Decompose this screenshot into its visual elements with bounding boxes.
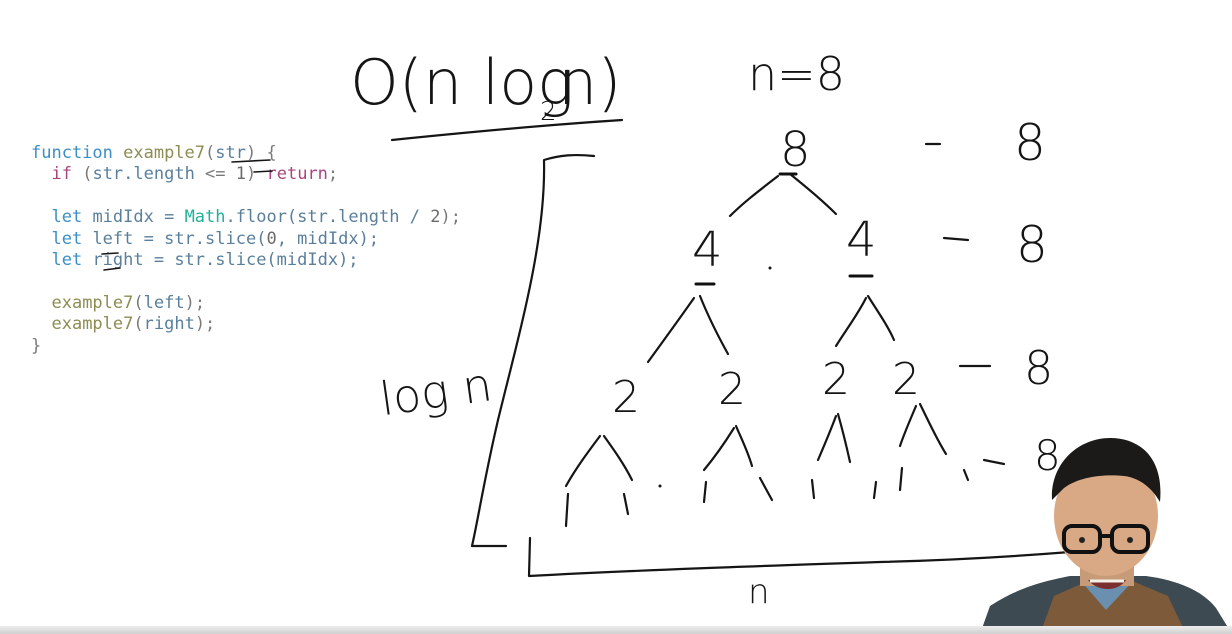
player-bottom-bar bbox=[0, 626, 1232, 634]
code-token: ; bbox=[327, 164, 339, 185]
tree-nodes: 8 4 4 2 2 2 2 bbox=[612, 122, 920, 423]
tree-node-level1-right: 4 bbox=[846, 212, 877, 268]
code-line: if (str.length <= 1) return; bbox=[31, 164, 461, 185]
code-token: right = str.slice(midIdx); bbox=[82, 249, 359, 270]
presenter-webcam bbox=[980, 438, 1232, 634]
tree-node-root: 8 bbox=[780, 122, 811, 178]
code-line: let left = str.slice(0, midIdx); bbox=[31, 229, 461, 250]
level-total-3: 8 bbox=[1034, 431, 1061, 480]
tree-edges bbox=[564, 172, 948, 488]
tree-leaves bbox=[564, 266, 970, 528]
code-token: midIdx = bbox=[82, 207, 185, 228]
code-token: ) { bbox=[245, 143, 277, 163]
code-token: left bbox=[143, 292, 185, 313]
code-line: example7(right); bbox=[31, 314, 461, 335]
level-totals: 8 8 8 8 bbox=[924, 114, 1061, 480]
level-total-1: 8 bbox=[1016, 216, 1048, 274]
code-line: example7(left); bbox=[31, 293, 461, 314]
code-token: example7 bbox=[51, 314, 134, 335]
code-token: Math bbox=[184, 207, 226, 228]
code-line: } bbox=[31, 336, 461, 357]
svg-text:2: 2 bbox=[540, 97, 557, 127]
code-token: ); bbox=[440, 207, 461, 228]
code-token: <= bbox=[194, 164, 236, 185]
code-token: left = str.slice( bbox=[82, 228, 267, 249]
level-total-2: 8 bbox=[1024, 341, 1053, 395]
code-token: 2 bbox=[430, 207, 441, 228]
width-axis bbox=[527, 536, 1072, 578]
code-token: let bbox=[51, 228, 83, 249]
code-token: ); bbox=[194, 314, 216, 335]
code-token: } bbox=[31, 335, 42, 356]
code-line: let right = str.slice(midIdx); bbox=[31, 250, 461, 271]
tree-node-level2-a: 2 bbox=[612, 372, 640, 423]
code-token: function bbox=[31, 143, 124, 163]
code-token: if bbox=[51, 164, 72, 185]
code-token: let bbox=[51, 249, 83, 270]
svg-text:O(n log: O(n log bbox=[350, 46, 574, 119]
log-n-label: log n bbox=[376, 357, 495, 426]
code-token: ( bbox=[133, 292, 144, 313]
code-token: 0 bbox=[266, 228, 277, 249]
code-token: ( bbox=[205, 143, 216, 163]
n-width-label: n bbox=[748, 572, 770, 612]
complexity-title: O(n log 2 n) bbox=[350, 46, 624, 142]
code-token: ( bbox=[133, 314, 144, 335]
code-token: let bbox=[51, 207, 83, 228]
code-line: function example7(str) { bbox=[31, 143, 461, 164]
svg-text:n): n) bbox=[558, 46, 621, 119]
code-token: example7 bbox=[51, 292, 134, 313]
code-token: .floor(str.length / bbox=[225, 207, 431, 228]
code-token: 1 bbox=[235, 164, 247, 185]
code-token: return bbox=[266, 164, 328, 185]
tree-node-level2-d: 2 bbox=[892, 354, 920, 405]
tree-node-level2-b: 2 bbox=[718, 364, 746, 415]
code-token: ( bbox=[71, 164, 93, 185]
code-snippet: function example7(str) { if (str.length … bbox=[31, 143, 461, 357]
code-token: , midIdx); bbox=[276, 228, 380, 249]
code-token: str.length bbox=[92, 164, 195, 185]
code-line: let midIdx = Math.floor(str.length / 2); bbox=[31, 207, 461, 228]
code-token: str bbox=[215, 143, 246, 163]
code-token: right bbox=[143, 314, 195, 335]
level-total-0: 8 bbox=[1014, 114, 1046, 172]
code-token: example7 bbox=[123, 143, 206, 163]
code-underline-marks bbox=[101, 159, 273, 271]
code-token: ) bbox=[246, 164, 267, 185]
tree-node-level1-left: 4 bbox=[692, 222, 723, 278]
height-bracket bbox=[470, 153, 596, 548]
tree-node-level2-c: 2 bbox=[822, 354, 850, 405]
code-token: ); bbox=[184, 292, 206, 313]
n-equals-label: n=8 bbox=[748, 47, 845, 101]
